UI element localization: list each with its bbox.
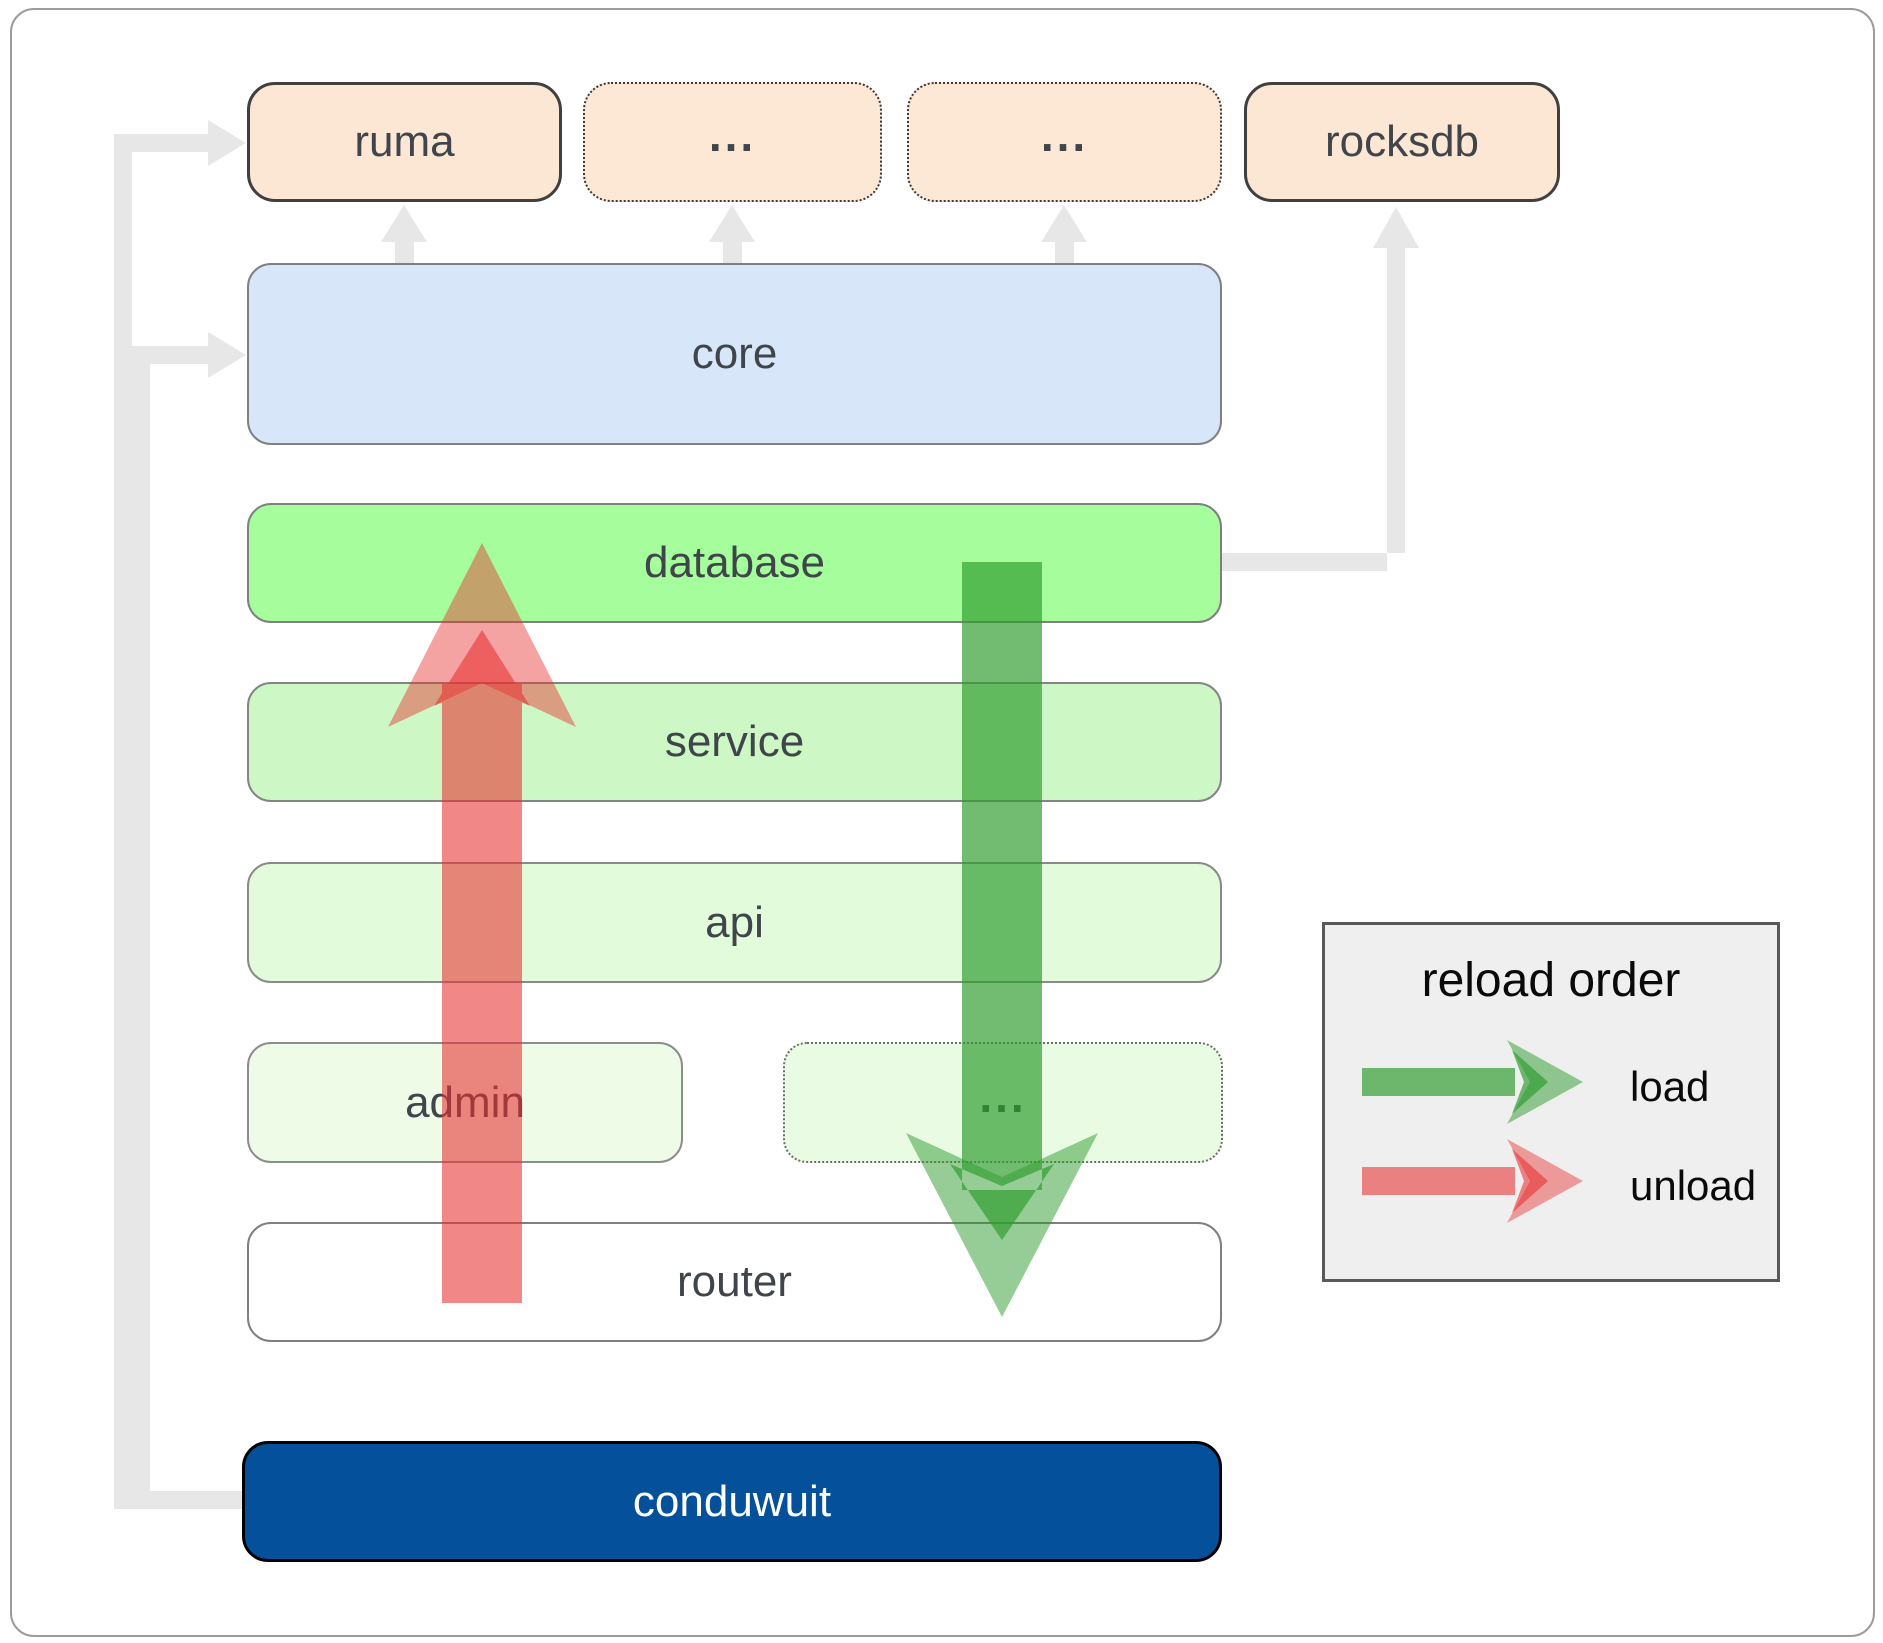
unload-arrow-shaft (434, 630, 530, 1303)
node-database: database (247, 503, 1222, 623)
legend-label-unload: unload (1630, 1162, 1757, 1209)
node-api: api (247, 862, 1222, 983)
connector-core-to-ruma (395, 238, 414, 265)
load-arrow-shaft (950, 562, 1054, 1240)
node-ellipsis-1: ... (583, 82, 882, 202)
arrowhead-core-to-ellipsis2 (1041, 205, 1087, 242)
node-conduwuit: conduwuit (242, 1441, 1222, 1562)
load-arrow (906, 562, 1098, 1317)
legend-unload-arrow-shaft (1362, 1149, 1548, 1213)
legend-unload-arrow (1362, 1139, 1583, 1223)
node-service: service (247, 682, 1222, 802)
arrowhead-to-ruma (208, 120, 246, 166)
arrowhead-core-to-ruma (381, 205, 427, 242)
connector-conduwuit-to-core (132, 346, 242, 1508)
gray-connectors (114, 120, 1419, 1509)
arrowhead-to-core (208, 332, 246, 378)
legend-title: reload order (1421, 954, 1681, 1007)
legend-load-arrow (1362, 1040, 1583, 1124)
node-ruma: ruma (247, 82, 562, 202)
connector-conduwuit-to-ruma (114, 134, 242, 1509)
node-core: core (247, 263, 1222, 445)
connector-core-to-ellipsis1 (723, 238, 742, 265)
connector-core-to-ellipsis2 (1055, 238, 1074, 265)
legend-box: reload order load unload (1322, 922, 1780, 1282)
node-router: router (247, 1222, 1222, 1342)
arrowhead-to-rocksdb (1373, 207, 1419, 248)
legend-load-arrow-shaft (1362, 1050, 1548, 1114)
arrowhead-core-to-ellipsis1 (709, 205, 755, 242)
node-rocksdb: rocksdb (1244, 82, 1560, 202)
legend-label-load: load (1630, 1063, 1710, 1110)
node-ellipsis-2: ... (907, 82, 1222, 202)
diagram-outer-frame (10, 8, 1875, 1637)
unload-arrow (388, 543, 576, 1303)
